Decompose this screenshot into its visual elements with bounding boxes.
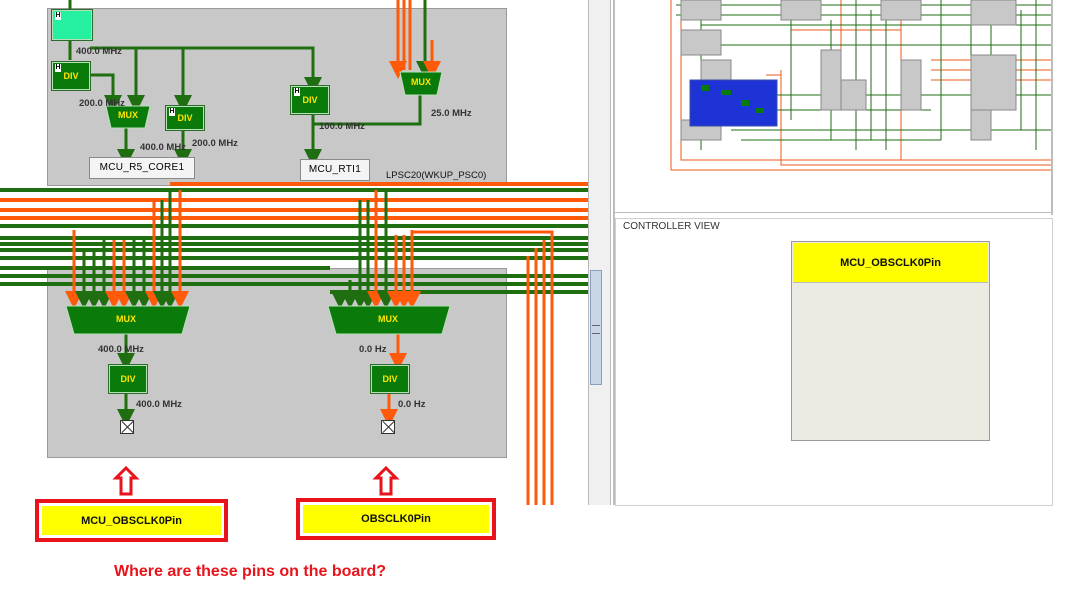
freq-label: 200.0 MHz [79, 98, 125, 109]
clock-source-block[interactable]: H [52, 10, 92, 40]
pin-callout-obsclk0: OBSCLK0Pin [296, 498, 496, 540]
freq-label: 400.0 MHz [136, 399, 182, 410]
node-mcu-r5-core1[interactable]: MCU_R5_CORE1 [89, 157, 195, 179]
freq-label: 400.0 MHz [98, 344, 144, 355]
minimap-border [1051, 0, 1053, 215]
pin-label: OBSCLK0Pin [303, 505, 489, 533]
freq-label: 400.0 MHz [76, 46, 122, 57]
freq-label: 0.0 Hz [398, 399, 426, 410]
up-arrow-left [112, 465, 140, 496]
divider [613, 0, 615, 505]
pin-endpoint-icon[interactable] [381, 420, 395, 434]
freq-label: 25.0 MHz [431, 108, 472, 119]
grip-icon [592, 325, 600, 334]
divider [615, 212, 1053, 213]
h-marker: H [55, 12, 61, 20]
pin-label: MCU_OBSCLK0Pin [42, 506, 221, 535]
freq-label: 200.0 MHz [192, 138, 238, 149]
scrollbar-thumb[interactable] [590, 270, 602, 385]
obsclk-mux-right[interactable]: MUX [378, 314, 398, 324]
obsclk-mux-left[interactable]: MUX [116, 314, 136, 324]
pin-callout-mcu-obsclk0: MCU_OBSCLK0Pin [35, 499, 228, 542]
freq-label: 100.0 MHz [319, 121, 365, 132]
mux-block-2[interactable]: MUX [411, 77, 431, 87]
obsclk-div-right[interactable]: DIV [371, 365, 409, 393]
pane-splitter[interactable] [588, 0, 611, 505]
annotation-question: Where are these pins on the board? [114, 563, 387, 580]
obsclk-div-left[interactable]: DIV [109, 365, 147, 393]
freq-label: 400.0 MHz [140, 142, 186, 153]
controller-view-title: CONTROLLER VIEW [623, 221, 720, 232]
psc-label: LPSC20(WKUP_PSC0) [386, 170, 487, 181]
freq-label: 0.0 Hz [359, 344, 387, 355]
node-mcu-rti1[interactable]: MCU_RTI1 [300, 159, 370, 181]
pin-endpoint-icon[interactable] [120, 420, 134, 434]
minimap-graphic [641, 0, 1053, 172]
clock-wires [0, 0, 588, 505]
up-arrow-right [372, 465, 400, 496]
overview-minimap[interactable] [641, 0, 1053, 172]
controller-pin-label: MCU_OBSCLK0Pin [793, 243, 988, 283]
mux-block-1[interactable]: MUX [118, 110, 138, 120]
